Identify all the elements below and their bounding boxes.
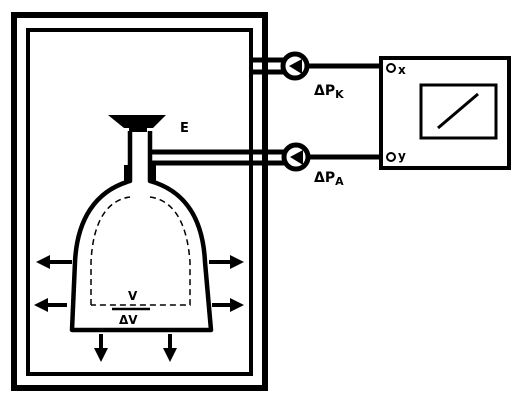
mouthpiece-e (108, 115, 166, 132)
airway-pressure-tube (148, 149, 286, 166)
label-delta-volume: ΔV (119, 313, 138, 327)
arrow-right-lower (212, 298, 244, 312)
arrow-right-upper (209, 255, 244, 269)
arrow-left-upper (36, 255, 72, 269)
label-delta-pa-sub: A (335, 175, 344, 188)
label-delta-pk-sub: K (335, 88, 344, 101)
recorder-y-terminal (386, 152, 396, 162)
label-delta-pk: ΔPK (314, 83, 344, 101)
label-delta-pa-main: ΔP (314, 170, 335, 186)
label-e: E (180, 121, 189, 136)
label-recorder-y: y (398, 149, 406, 163)
label-recorder-x: x (398, 63, 406, 77)
label-volume: V (128, 289, 138, 303)
arrow-left-lower (34, 298, 67, 312)
expansion-arrows (34, 255, 244, 362)
recorder-display (419, 83, 498, 140)
label-delta-pk-main: ΔP (314, 83, 335, 99)
box-pressure-tube (251, 57, 285, 75)
xy-recorder (379, 56, 511, 170)
pressure-transducer-a (281, 142, 311, 172)
body-box-outer-wall (11, 12, 268, 391)
label-delta-pa: ΔPA (314, 170, 344, 188)
pressure-transducer-k (280, 51, 310, 81)
arrow-down-left (94, 334, 108, 362)
recorder-trace (437, 92, 479, 130)
arrow-down-right (163, 334, 177, 362)
flask-thorax (69, 131, 214, 333)
body-box-inner-wall (26, 28, 253, 376)
recorder-x-terminal (386, 63, 396, 73)
